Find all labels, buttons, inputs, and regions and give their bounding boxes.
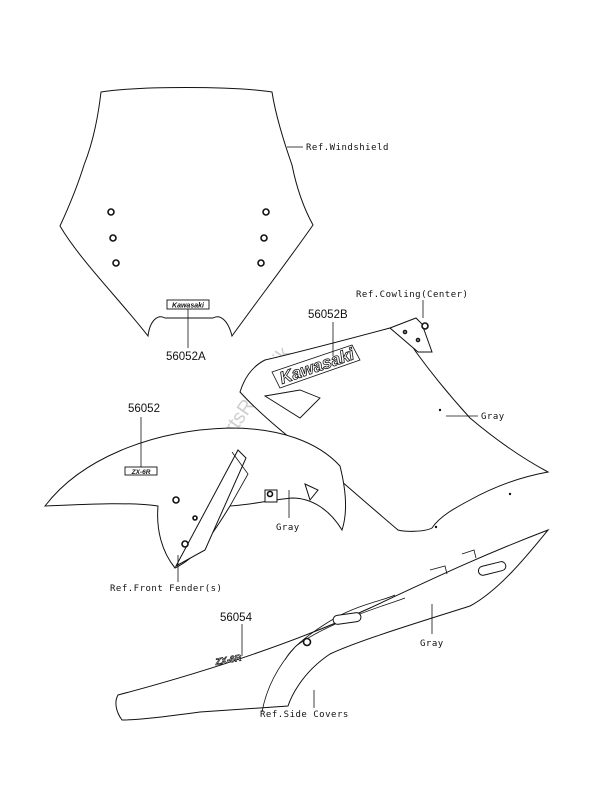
fender-group[interactable]: ZX-6R 56052 Gray Ref.Front Fender(s) [43,403,347,594]
bracket-hole [415,337,421,343]
cowling-point [508,492,512,496]
windshield-hole [109,234,117,242]
side-cover-tab [461,549,477,559]
decal-56052A[interactable]: Kawasaki [166,299,210,310]
fender-hole [192,515,198,521]
fender-outline [43,427,347,569]
side-cover-slot [477,561,507,576]
fender-hole [172,496,180,504]
windshield-group[interactable]: Kawasaki 56052A Ref.Windshield [59,87,389,364]
label-56052B: 56052B [308,309,348,321]
fender-hole [181,540,189,548]
fender-logo: ZX-6R [131,469,151,476]
side-cover-slot [332,612,362,625]
cowling-point [438,408,442,412]
fender-tab [304,483,319,502]
fender-strut [174,449,247,568]
label-gray-fender: Gray [276,523,300,533]
label-56052: 56052 [128,403,160,415]
cowling-group[interactable]: Kawasaki 56052B Ref.Cowling(Center) Gray [239,290,550,532]
windshield-hole [262,208,270,216]
label-56054: 56054 [220,612,253,624]
decal-56052[interactable]: ZX-6R [124,466,158,476]
fender-hole [266,490,274,498]
bracket-hole [421,322,429,330]
label-front-fender-ref: Ref.Front Fender(s) [110,584,222,594]
fender-strut-line [229,451,249,507]
label-56052A: 56052A [166,351,206,363]
label-windshield-ref: Ref.Windshield [306,143,389,153]
windshield-hole [112,259,120,267]
label-cowling-ref: Ref.Cowling(Center) [356,290,468,300]
label-gray-cowling: Gray [481,412,505,422]
label-gray-side-covers: Gray [420,639,444,649]
windshield-outline [59,87,314,338]
side-cover-outline [115,528,550,721]
cowling-point [434,525,438,529]
label-side-covers-ref: Ref.Side Covers [260,710,349,720]
cowling-outline [239,327,550,532]
side-cover-group[interactable]: ZX-6R 56054 Gray Ref.Side Covers [115,528,550,721]
windshield-hole [107,208,115,216]
windshield-hole [257,259,265,267]
bracket-hole [402,329,408,335]
windshield-hole [260,234,268,242]
windshield-logo: Kawasaki [172,303,205,310]
side-cover-tab [429,565,448,575]
side-cover-hole [302,637,312,647]
